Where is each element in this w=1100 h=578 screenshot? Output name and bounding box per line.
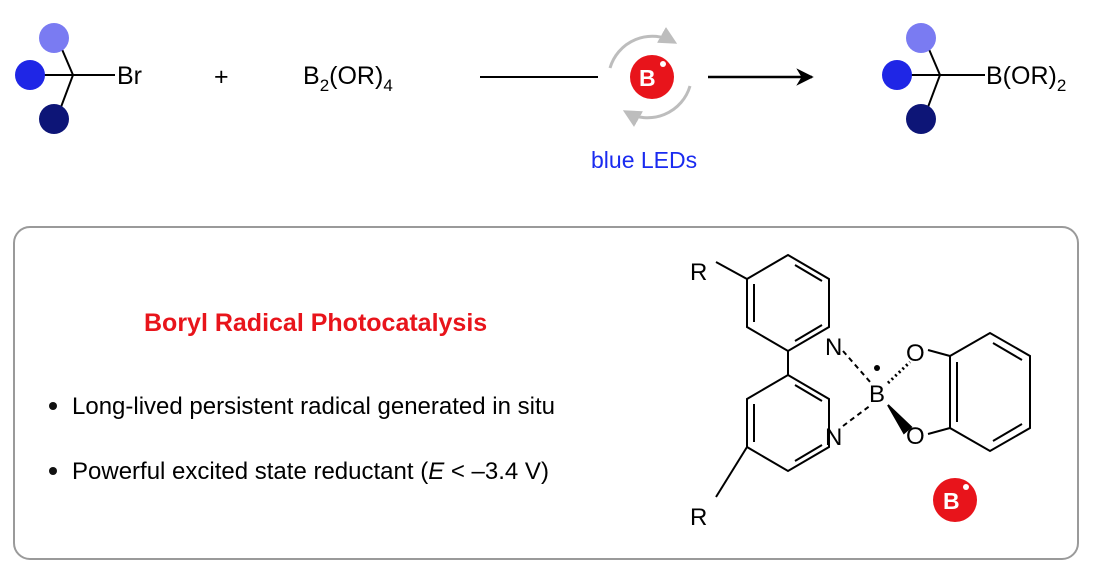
structure-r-bottom: R <box>690 504 707 531</box>
photocatalytic-cycle-icon: B <box>608 27 692 127</box>
structure-oxygen-lower: O <box>906 423 925 450</box>
structure-r-top: R <box>690 259 707 286</box>
panel-title: Boryl Radical Photocatalysis <box>144 309 487 337</box>
bullet-2: Powerful excited state reductant (E < –3… <box>72 458 549 485</box>
leaving-group-label: Br <box>117 62 142 90</box>
substituent-circle-mid <box>15 60 45 90</box>
substituent-circle-dark <box>39 104 69 134</box>
panel-catalyst-badge-label: B <box>943 488 960 514</box>
substituent-circle-mid <box>882 60 912 90</box>
radical-dot-icon <box>660 61 666 67</box>
diboron-reagent: B2(OR)4 <box>303 62 393 95</box>
structure-n-upper: N <box>825 334 842 361</box>
plus-sign: + <box>214 63 229 91</box>
catalyst-badge-label: B <box>639 65 656 91</box>
structure-boron: B <box>869 381 885 408</box>
reactant-alkyl-bromide: Br <box>15 23 142 134</box>
info-panel <box>13 226 1079 560</box>
substituent-circle-light <box>906 23 936 53</box>
bullet-dot-icon <box>49 402 57 410</box>
structure-n-lower: N <box>825 424 842 451</box>
bullet-1: Long-lived persistent radical generated … <box>72 393 555 420</box>
product-group-label: B(OR)2 <box>986 62 1066 95</box>
substituent-circle-dark <box>906 104 936 134</box>
structure-oxygen-upper: O <box>906 340 925 367</box>
product-boronic-ester: B(OR)2 <box>882 23 1066 134</box>
radical-dot-icon <box>874 365 880 371</box>
radical-dot-icon <box>963 484 969 490</box>
bullet-dot-icon <box>49 467 57 475</box>
substituent-circle-light <box>39 23 69 53</box>
condition-label: blue LEDs <box>591 147 697 173</box>
boryl-radical-structure <box>715 253 1031 498</box>
